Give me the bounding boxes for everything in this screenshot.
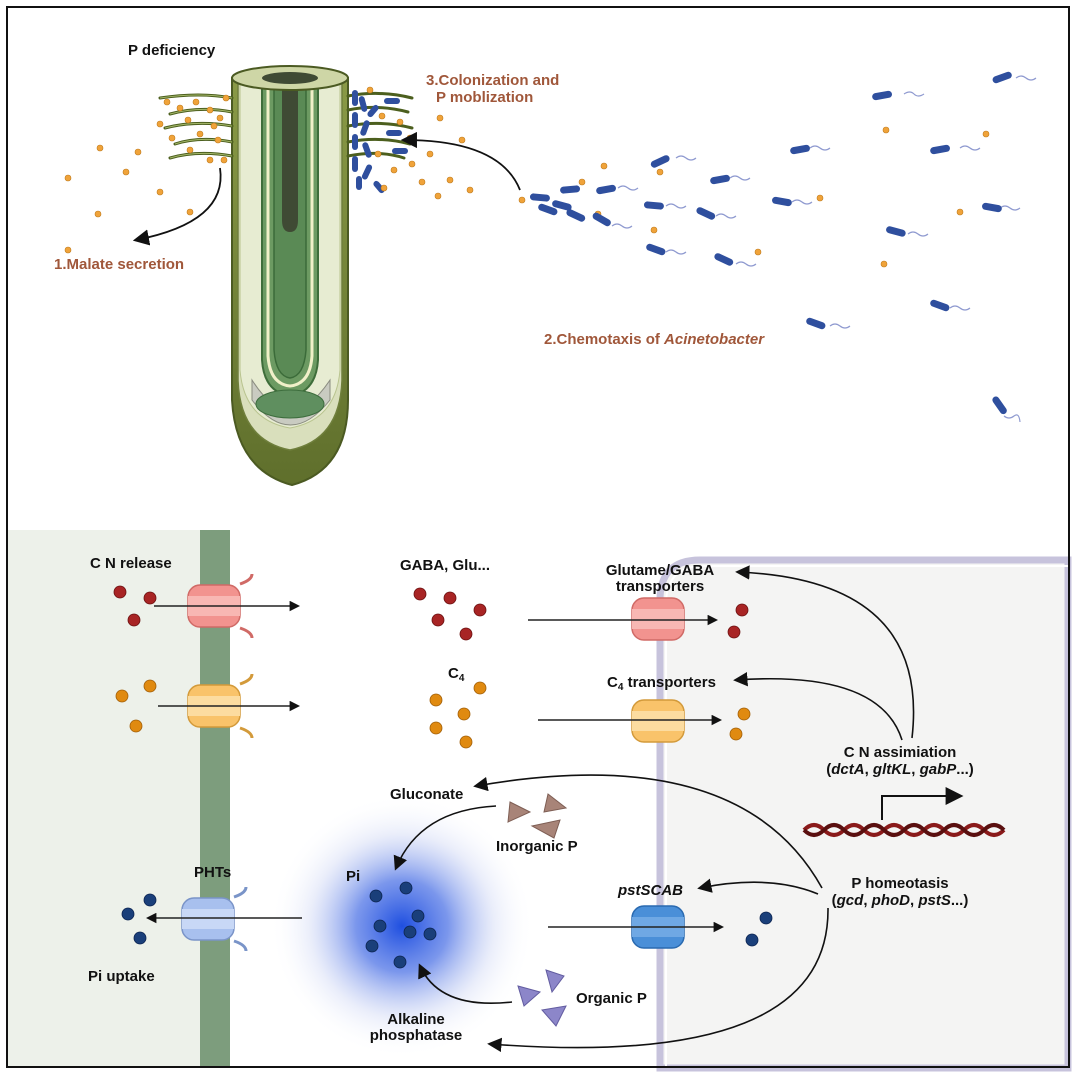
c4-label: C4 [448,665,464,688]
p-homeostasis-genes: (gcd, phoD, pstS...) [832,892,969,910]
pi-glow [270,794,534,1058]
cn-genes-sep2: , [911,761,920,778]
cn-genes-close: ...) [956,761,974,778]
alkaline-phosphatase-line1: Alkaline [387,1011,445,1028]
phts-label: PHTs [194,864,232,881]
gene-phoD: phoD [871,892,910,909]
gene-gabP: gabP [919,761,957,778]
cn-genes-open: ( [826,761,832,778]
alkaline-phosphatase-line2: phosphatase [369,1027,463,1044]
dna-helix [802,787,1006,837]
organic-p-shapes [517,969,567,1027]
c4-transport-rest: transporters [623,674,716,691]
p-homeostasis-title: P homeotasis [851,875,949,892]
cn-assimilation-title: C N assimiation [843,744,957,761]
malate-secretion-arrow [132,167,222,246]
glutamate-transport-label-line1: Glutame/GABA [605,562,715,579]
gene-gltKL: gltKL [872,761,912,778]
c4-sub: 4 [458,673,465,684]
figure-frame [6,6,1070,1068]
inorganic-p-shapes [507,793,568,839]
glutamate-transport-label-line2: transporters [615,578,705,595]
pht-transporter [181,886,248,952]
c4-transport-main: C [607,674,618,691]
step1-label: 1.Malate secretion [54,256,185,273]
c4-main: C [448,665,459,682]
bacterial-cell [656,556,1072,1072]
pi-label: Pi [346,868,361,885]
colonizing-bacteria [352,90,408,194]
gene-dctA: dctA [831,761,865,778]
glutamate-gaba-transporter [631,597,685,641]
cn-dots [113,585,749,641]
pi-dots [121,881,773,969]
gene-pstS: pstS [918,892,951,909]
chemotaxis-bacteria [529,71,1037,423]
step3-label-line1: 3.Colonization and [426,72,560,89]
cn-release-label: C N release [90,555,172,572]
organic-p-label: Organic P [576,990,647,1007]
step2-prefix: 2.Chemotaxis of [544,331,665,348]
step2-label: 2.Chemotaxis of Acinetobacter [544,331,764,349]
p-genes-sep1: , [863,892,872,909]
flux-arrows [145,600,725,933]
p-genes-sep2: , [909,892,919,909]
inorganic-p-label: Inorganic P [496,838,578,855]
gluconate-label: Gluconate [390,786,464,803]
c4-transporter [631,699,685,743]
step3-label-line2: P moblization [436,89,534,106]
p-deficiency-label: P deficiency [128,42,216,59]
step2-taxon: Acinetobacter [664,331,765,348]
root-tip [231,65,349,487]
c4-transport-label: C4 transporters [607,674,716,697]
cn-assimilation-genes: (dctA, gltKL, gabP...) [826,761,974,779]
c4-transport-sub: 4 [617,682,624,693]
pi-uptake-label: Pi uptake [88,968,155,985]
pstscab-gene: pstSCAB [618,882,684,899]
pstscab-label: pstSCAB [618,882,683,900]
c4-dots [115,679,751,749]
cn-genes-sep1: , [864,761,873,778]
p-genes-open: ( [831,892,837,909]
gene-gcd: gcd [836,892,864,909]
colonization-arrow [400,131,521,191]
p-genes-close: ...) [950,892,969,909]
gaba-glu-label: GABA, Glu... [400,557,490,574]
regulation-arrows [393,565,915,1053]
